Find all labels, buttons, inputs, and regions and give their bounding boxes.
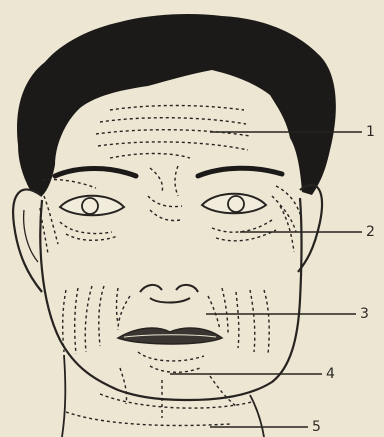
callout-4: 4 [326,367,335,381]
face-outline [40,198,301,400]
left-ear-inner [24,210,38,262]
callout-5: 5 [312,420,321,434]
right-eyebrow [198,168,282,176]
neck-right [250,395,264,437]
callout-2: 2 [366,225,375,239]
nose [140,285,198,303]
neck-left [62,355,65,437]
callout-3: 3 [360,307,369,321]
left-eyebrow [55,169,136,177]
wrinkle-lines [40,106,300,426]
callout-1: 1 [366,125,375,139]
